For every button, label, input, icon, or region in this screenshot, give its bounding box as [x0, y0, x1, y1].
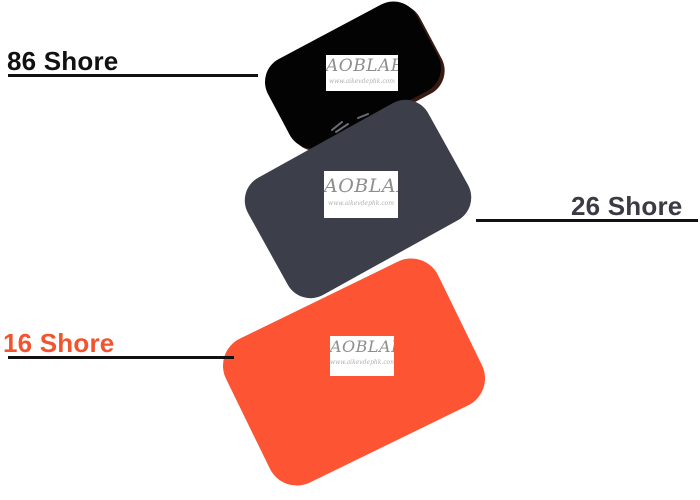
- watermark-gray: AOBLAB www.aikevdephk.com: [324, 171, 398, 218]
- watermark-site: www.aikevdephk.com: [328, 200, 394, 207]
- watermark-site: www.aikevdephk.com: [330, 359, 394, 366]
- label-16-shore: 16 Shore: [3, 328, 115, 358]
- watermark-brand: AOBLAB: [326, 56, 398, 76]
- watermark-black: AOBLAB www.aikevdephk.com: [326, 55, 398, 91]
- leader-line-26-shore: [476, 219, 698, 222]
- scuff-marks: [331, 113, 369, 133]
- label-26-shore: 26 Shore: [571, 191, 683, 221]
- leader-line-16-shore: [8, 356, 234, 359]
- watermark-brand: AOBLAB: [324, 175, 398, 197]
- leader-line-86-shore: [8, 74, 258, 77]
- watermark-site: www.aikevdephk.com: [329, 78, 395, 85]
- label-86-shore: 86 Shore: [7, 46, 119, 76]
- watermark-brand: AOBLAB: [330, 337, 394, 356]
- watermark-orange: AOBLAB www.aikevdephk.com: [330, 336, 394, 376]
